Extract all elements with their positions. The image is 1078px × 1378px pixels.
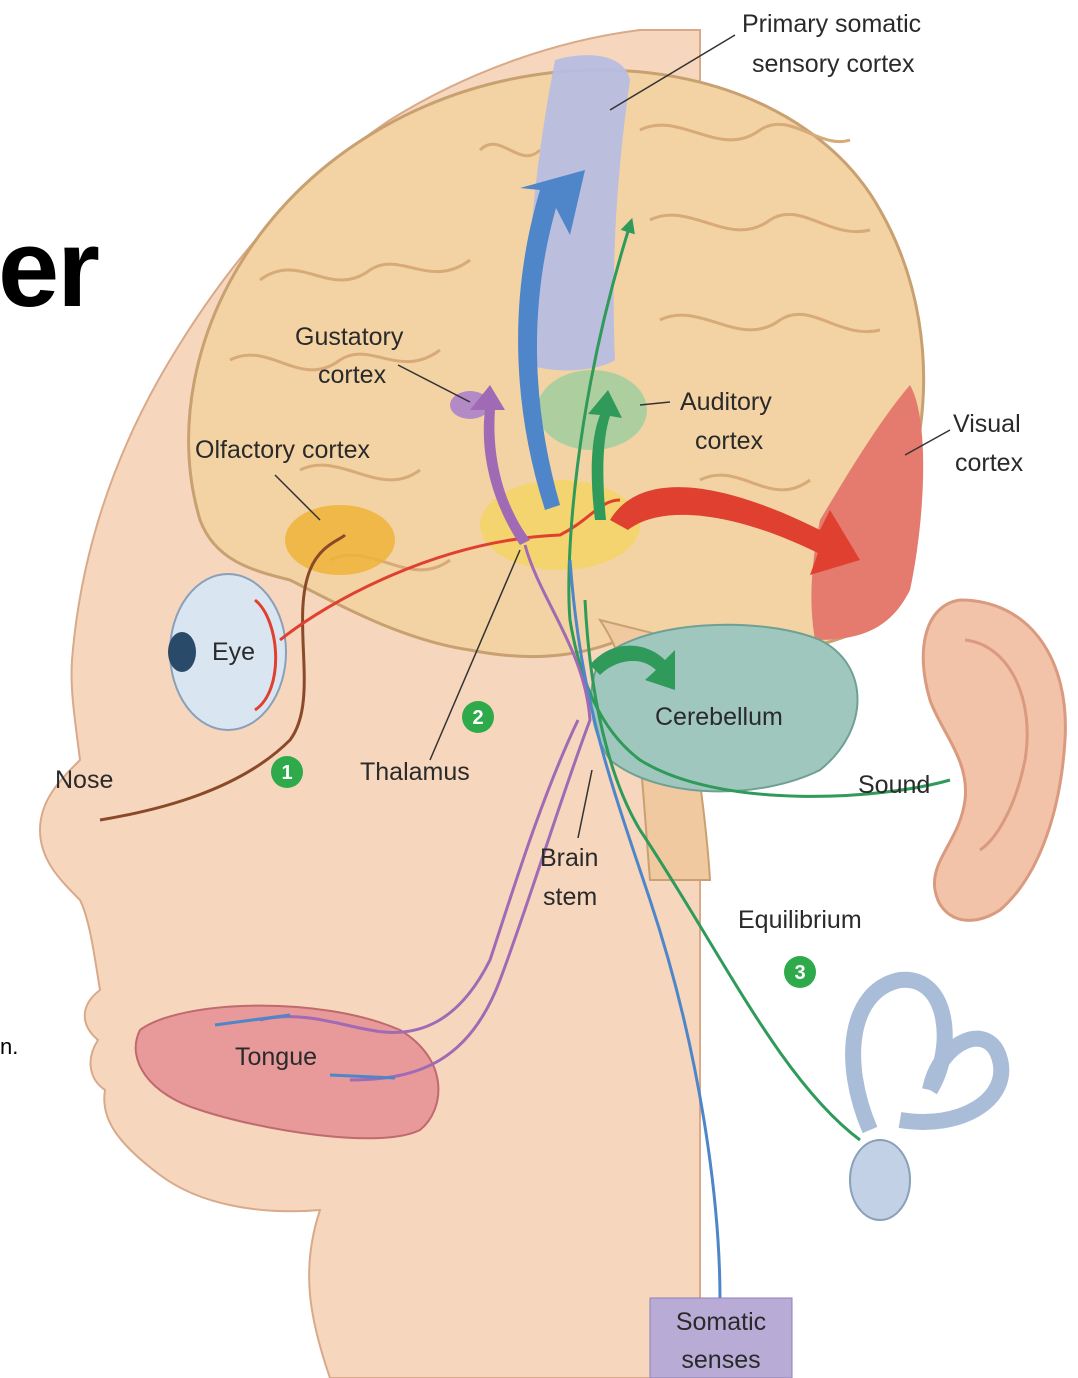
label-visual-1: Visual (953, 410, 1021, 438)
label-equilibrium: Equilibrium (738, 906, 862, 934)
somatic-senses-line2: senses (681, 1346, 760, 1374)
ear-shape (923, 600, 1065, 920)
svg-text:2: 2 (472, 707, 483, 729)
label-auditory-1: Auditory (680, 388, 772, 416)
label-cerebellum: Cerebellum (655, 703, 783, 731)
label-eye: Eye (212, 638, 255, 666)
label-primary-somatic-2: sensory cortex (752, 50, 915, 78)
label-nose: Nose (55, 766, 113, 794)
label-thalamus: Thalamus (360, 758, 470, 786)
step-badge-3: 3 (784, 956, 816, 988)
label-tongue: Tongue (235, 1043, 317, 1071)
label-olfactory: Olfactory cortex (195, 436, 371, 464)
label-brain-stem-2: stem (543, 883, 597, 911)
label-visual-2: cortex (955, 449, 1024, 477)
label-gustatory-1: Gustatory (295, 323, 404, 351)
step-badge-1: 1 (271, 756, 303, 788)
inner-ear-shape (853, 980, 1001, 1130)
label-primary-somatic-1: Primary somatic (742, 10, 921, 38)
label-auditory-2: cortex (695, 427, 764, 455)
label-gustatory-2: cortex (318, 361, 387, 389)
svg-text:3: 3 (794, 962, 805, 984)
label-sound: Sound (858, 771, 930, 799)
svg-text:1: 1 (281, 762, 292, 784)
somatic-senses-line1: Somatic (676, 1308, 766, 1336)
step-badge-2: 2 (462, 701, 494, 733)
label-brain-stem-1: Brain (540, 844, 598, 872)
